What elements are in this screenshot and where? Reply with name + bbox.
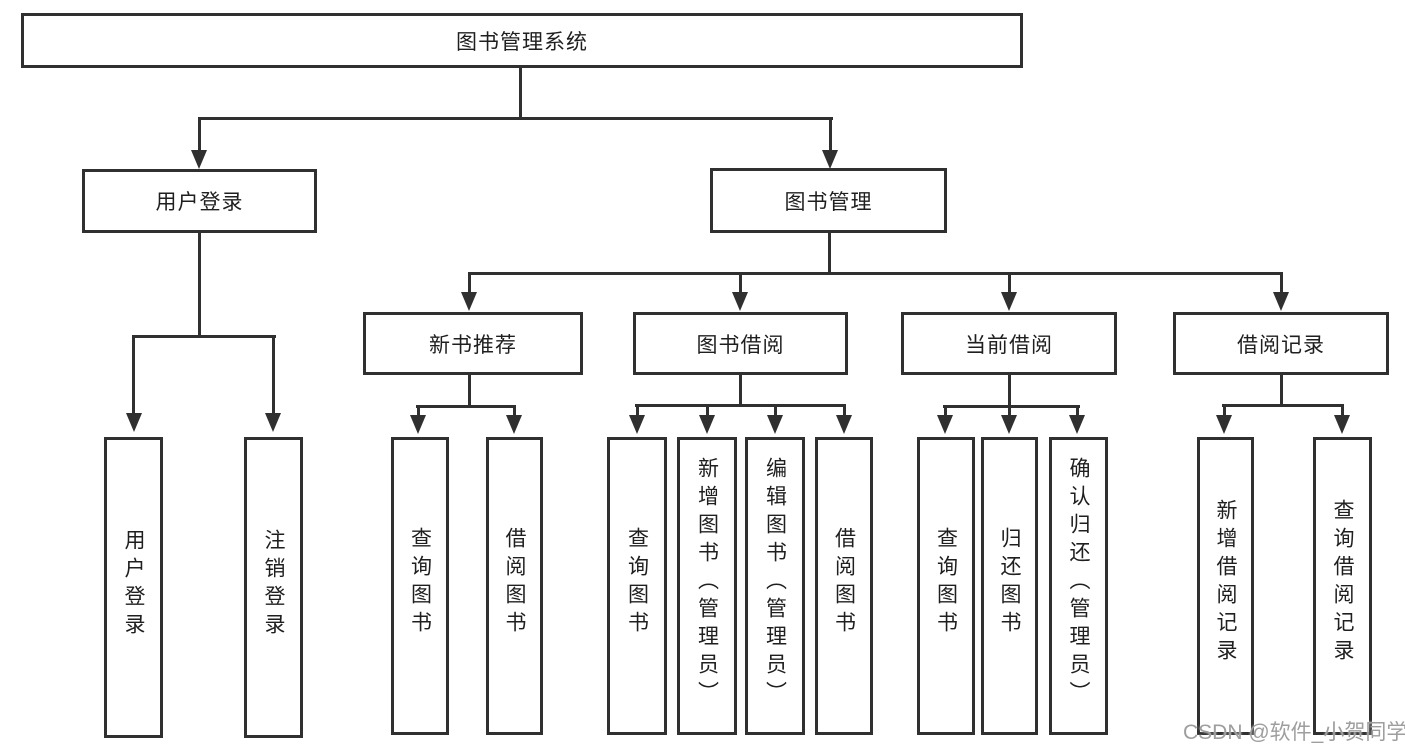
connector-line: [468, 375, 471, 408]
node-new-book-recommend: 新书推荐: [363, 312, 583, 375]
node-borrow-records-label: 借阅记录: [1237, 333, 1325, 357]
leaf-user-login-label: 用户登录: [122, 528, 146, 641]
connector-line: [513, 405, 516, 419]
leaf-confirm-return-admin: 确认归还（管理员）: [1049, 437, 1108, 735]
csdn-watermark: CSDN @软件_小贺同学: [1183, 721, 1405, 744]
connector-line: [636, 404, 639, 419]
leaf-query-borrow-record: 查询借阅记录: [1313, 437, 1372, 735]
leaf-add-books-admin: 新增图书（管理员）: [677, 437, 737, 735]
leaf-borrow-books-1-label: 借阅图书: [503, 527, 527, 639]
connector-line: [1223, 404, 1226, 419]
node-user-login-label: 用户登录: [155, 191, 244, 214]
connector-line: [1076, 405, 1079, 419]
connector-arrowhead: [506, 415, 522, 434]
connector-arrowhead: [836, 415, 852, 434]
node-user-login: 用户登录: [82, 169, 317, 233]
connector-line: [1008, 375, 1011, 408]
node-book-management: 图书管理: [710, 168, 947, 233]
connector-line: [739, 375, 742, 407]
connector-line: [706, 404, 709, 419]
connector-arrowhead: [767, 415, 783, 434]
leaf-add-borrow-record: 新增借阅记录: [1197, 437, 1254, 735]
connector-line: [132, 335, 276, 338]
connector-line: [828, 233, 831, 275]
node-root-label: 图书管理系统: [456, 30, 588, 54]
node-current-borrow-label: 当前借阅: [965, 333, 1053, 357]
leaf-edit-books-admin-label: 编辑图书（管理员）: [763, 457, 787, 709]
leaf-query-books-2-label: 查询图书: [625, 527, 649, 639]
connector-arrowhead: [1334, 415, 1350, 434]
connector-line: [1280, 375, 1283, 406]
connector-arrowhead: [1069, 415, 1085, 434]
connector-line: [829, 117, 832, 153]
connector-arrowhead: [1273, 292, 1289, 311]
connector-arrowhead: [191, 150, 207, 169]
connector-arrowhead: [1001, 415, 1017, 434]
node-current-borrow: 当前借阅: [901, 312, 1117, 375]
connector-line: [944, 405, 947, 419]
leaf-logout-label: 注销登录: [262, 528, 286, 641]
connector-line: [843, 404, 846, 419]
connector-line: [198, 117, 833, 120]
connector-line: [198, 117, 201, 153]
leaf-user-login: 用户登录: [104, 437, 163, 738]
connector-line: [468, 272, 471, 294]
node-book-management-label: 图书管理: [784, 190, 873, 214]
node-book-borrow: 图书借阅: [633, 312, 848, 375]
connector-line: [635, 404, 846, 407]
connector-arrowhead: [461, 292, 477, 311]
connector-line: [468, 272, 1282, 275]
connector-line: [519, 66, 522, 119]
leaf-add-borrow-record-label: 新增借阅记录: [1214, 499, 1238, 667]
connector-line: [774, 404, 777, 419]
connector-line: [1008, 405, 1011, 419]
leaf-borrow-books-2: 借阅图书: [815, 437, 873, 735]
node-root: 图书管理系统: [21, 13, 1023, 68]
connector-arrowhead: [265, 413, 281, 432]
leaf-query-books-3: 查询图书: [917, 437, 975, 735]
connector-line: [739, 272, 742, 294]
leaf-return-books: 归还图书: [981, 437, 1038, 735]
connector-arrowhead: [410, 415, 426, 434]
connector-line: [132, 335, 135, 415]
leaf-add-books-admin-label: 新增图书（管理员）: [695, 457, 719, 709]
connector-line: [198, 233, 201, 337]
leaf-query-borrow-record-label: 查询借阅记录: [1331, 499, 1355, 667]
connector-line: [1341, 404, 1344, 419]
connector-arrowhead: [126, 413, 142, 432]
connector-arrowhead: [937, 415, 953, 434]
connector-arrowhead: [629, 415, 645, 434]
connector-arrowhead: [699, 415, 715, 434]
leaf-query-books-3-label: 查询图书: [934, 527, 958, 639]
connector-arrowhead: [822, 150, 838, 169]
connector-line: [1222, 404, 1344, 407]
leaf-borrow-books-2-label: 借阅图书: [832, 527, 856, 639]
connector-line: [1280, 272, 1283, 294]
leaf-logout: 注销登录: [244, 437, 303, 738]
leaf-query-books-2: 查询图书: [607, 437, 667, 735]
connector-line: [1008, 272, 1011, 294]
leaf-borrow-books-1: 借阅图书: [486, 437, 543, 735]
connector-arrowhead: [1001, 292, 1017, 311]
leaf-query-books-1: 查询图书: [391, 437, 449, 735]
node-book-borrow-label: 图书借阅: [696, 333, 785, 357]
node-new-book-recommend-label: 新书推荐: [429, 333, 517, 357]
node-borrow-records: 借阅记录: [1173, 312, 1389, 375]
leaf-edit-books-admin: 编辑图书（管理员）: [745, 437, 805, 735]
connector-line: [943, 405, 1080, 408]
connector-arrowhead: [1216, 415, 1232, 434]
connector-line: [417, 405, 420, 419]
leaf-return-books-label: 归还图书: [998, 527, 1022, 639]
leaf-query-books-1-label: 查询图书: [408, 527, 432, 639]
connector-line: [272, 335, 275, 415]
leaf-confirm-return-admin-label: 确认归还（管理员）: [1067, 457, 1091, 709]
connector-line: [416, 405, 516, 408]
connector-arrowhead: [732, 292, 748, 311]
